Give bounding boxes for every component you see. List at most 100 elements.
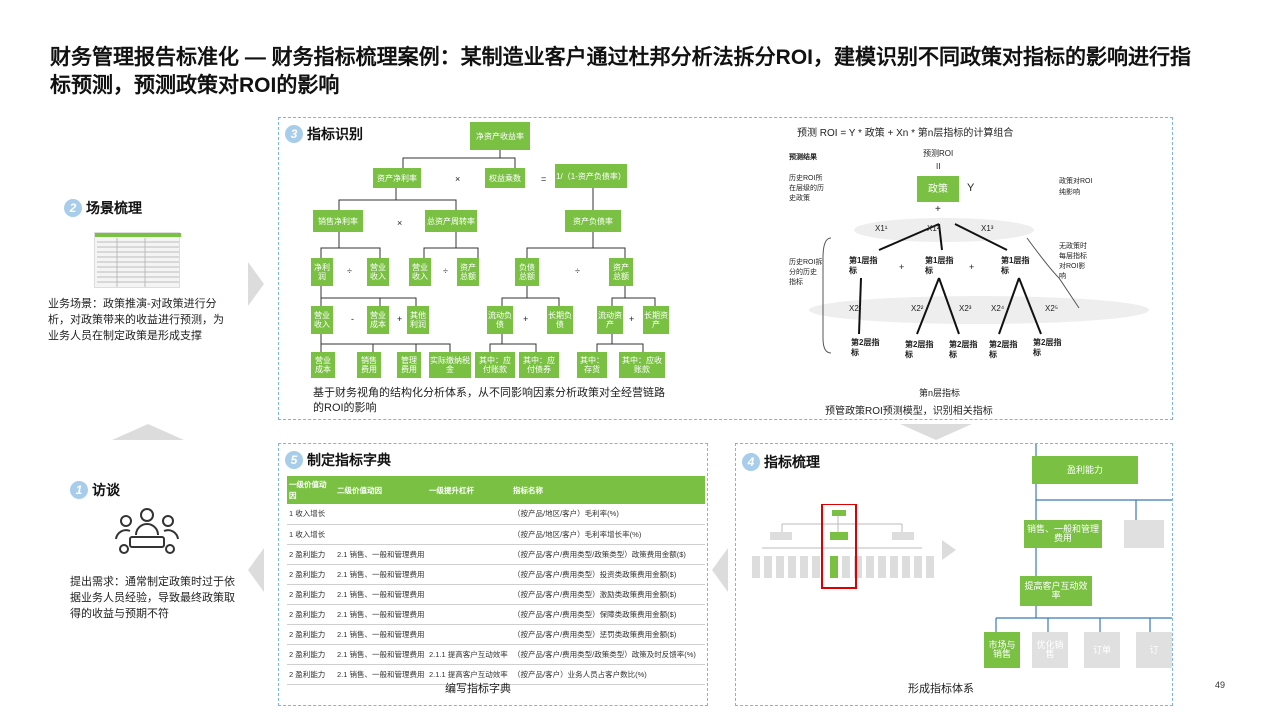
x1-1: X1¹ [875, 224, 888, 233]
tree-mid1-sibling [1124, 520, 1164, 548]
dict-body: 1 收入增长（按产品/地区/客户）毛利率(%)1 收入增长（按产品/地区/客户）… [287, 504, 705, 685]
left-arrow-icon-2 [248, 548, 264, 592]
dupont-l5-4: 其中：应付账款 [475, 352, 515, 378]
up-arrow-icon [112, 424, 184, 440]
step5-header: 5 制定指标字典 [285, 450, 391, 470]
table-cell [427, 564, 511, 585]
table-cell: 2 盈利能力 [287, 644, 335, 665]
meeting-icon [115, 508, 179, 554]
tree-leaf-1: 优化销售 [1032, 632, 1068, 668]
arrow-right-icon [942, 540, 956, 560]
dupont-l4-4: 长期负债 [547, 306, 573, 334]
step3-header: 3 指标识别 [285, 124, 363, 144]
table-cell [427, 584, 511, 605]
tree-leaf-3: 订 [1136, 632, 1172, 668]
policy-y: Y [967, 182, 975, 194]
table-cell: 2.1.1 提高客户互动效率 [427, 664, 511, 685]
x2-5: X2⁵ [1045, 304, 1059, 313]
model-caption: 预管政策ROI预测模型，识别相关指标 [825, 406, 993, 417]
dupont-l4-0: 营业收入 [311, 306, 333, 334]
tree-top: 盈利能力 [1032, 456, 1138, 484]
table-cell [427, 604, 511, 625]
table-cell: 2.1 销售、一般和管理费用 [335, 604, 427, 625]
step2-header: 2 场景梳理 [64, 198, 142, 218]
x1-3: X1³ [981, 224, 994, 233]
table-cell: （按产品/地区/客户）毛利率(%) [511, 504, 705, 525]
dupont-l5-0: 营业成本 [311, 352, 335, 378]
left-arrow-icon-1 [712, 548, 728, 592]
step2-desc: 业务场景：政策推演-对政策进行分析，对政策带来的收益进行预测，为业务人员在制定政… [48, 298, 224, 342]
step4-header: 4 指标梳理 [742, 452, 820, 472]
table-cell: 2 盈利能力 [287, 604, 335, 625]
table-cell: 2 盈利能力 [287, 584, 335, 605]
table-cell [427, 544, 511, 565]
layer1-2: 第1层指标 [1001, 256, 1030, 275]
x2-3: X2³ [959, 304, 972, 313]
dupont-op-times: × [455, 174, 461, 184]
dupont-l3-0: 净利润 [311, 258, 333, 286]
tree-mid1: 销售、一般和管理费用 [1024, 520, 1102, 548]
policy-box: 政策 [917, 176, 959, 202]
table-cell [335, 504, 427, 525]
tree-thumbnail [752, 504, 934, 589]
table-cell: 2.1 销售、一般和管理费用 [335, 624, 427, 645]
pred-roi-label: 预测ROI [923, 149, 954, 158]
step1-badge: 1 [70, 481, 88, 499]
table-cell: 1 收入增长 [287, 524, 335, 545]
dupont-root: 净资产收益率 [470, 122, 530, 150]
dupont-l3-1: 营业收入 [367, 258, 389, 286]
table-cell: 2.1 销售、一般和管理费用 [335, 584, 427, 605]
pred-eq: II [936, 162, 941, 171]
table-cell: （按产品/客户/费用类型/政策类型）政策费用金额($) [511, 544, 705, 565]
dupont-l4-5: 流动资产 [597, 306, 623, 334]
dupont-l4-3: 流动负债 [487, 306, 513, 334]
step3-badge: 3 [285, 125, 303, 143]
table-cell: （按产品/客户/费用类型）保障类政策费用金额($) [511, 604, 705, 625]
dupont-l1-0: 资产净利率 [373, 168, 421, 188]
layer1-0: 第1层指标 [849, 256, 878, 275]
step1-header: 1 访谈 [70, 480, 120, 500]
step4-badge: 4 [742, 453, 760, 471]
table-cell: 2 盈利能力 [287, 624, 335, 645]
down-arrow-icon [900, 424, 972, 440]
dupont-l1-2: 1/（1-资产负债率） [555, 164, 627, 188]
dict-table-wrap: 一级价值动因 二级价值动因 一级提升杠杆 指标名称 1 收入增长（按产品/地区/… [287, 476, 705, 685]
dupont-l2-1: 总资产周转率 [425, 210, 477, 232]
hist-index-label: 历史ROI拆分的历史指标 [789, 259, 823, 286]
step2-title: 场景梳理 [86, 200, 142, 216]
dupont-l3-4: 负债总额 [515, 258, 539, 286]
table-cell: 2 盈利能力 [287, 664, 335, 685]
step4-title: 指标梳理 [764, 454, 820, 470]
dupont-l5-7: 其中：应收账款 [619, 352, 665, 378]
table-cell: （按产品/客户）业务人员占客户数比(%) [511, 664, 705, 685]
table-cell: 2.1 销售、一般和管理费用 [335, 544, 427, 565]
step3-caption: 基于财务视角的结构化分析体系，从不同影响因素分析政策对全经营链路的ROI的影响 [313, 387, 665, 414]
table-cell: 2 盈利能力 [287, 564, 335, 585]
layer2-0: 第2层指标 [851, 338, 880, 357]
table-cell: （按产品/客户/费用类型）激励类政策费用金额($) [511, 584, 705, 605]
layer2-2: 第2层指标 [949, 340, 978, 359]
zoom-tree-lines [995, 444, 1172, 632]
scenario-thumbnail [94, 232, 181, 288]
dict-header-2: 一级提升杠杆 [427, 476, 511, 504]
dupont-l1-1: 权益乘数 [485, 168, 525, 188]
table-cell: 2.1 销售、一般和管理费用 [335, 664, 427, 685]
step1-desc: 提出需求：通常制定政策时过于依据业务人员经验，导致最终政策取得的收益与预期不符 [70, 576, 235, 620]
table-cell: （按产品/地区/客户）毛利率增长率(%) [511, 524, 705, 545]
dict-header-0: 一级价值动因 [287, 476, 335, 504]
model-connectors [809, 218, 1149, 354]
table-cell: （按产品/客户/费用类型/政策类型）政策及时反馈率(%) [511, 644, 705, 665]
dupont-l2-2: 资产负债率 [565, 210, 621, 232]
step5-panel: 5 制定指标字典 一级价值动因 二级价值动因 一级提升杠杆 指标名称 1 收入增… [278, 443, 708, 706]
dupont-op-eq: = [541, 174, 547, 184]
pred-result-label: 预测结果 [789, 154, 817, 161]
layer2-3: 第2层指标 [989, 340, 1018, 359]
dupont-l3-3: 资产总额 [457, 258, 479, 286]
x1-2: X1² [927, 224, 940, 233]
table-cell: 2 盈利能力 [287, 544, 335, 565]
tree-leaf-0: 市场与销售 [984, 632, 1020, 668]
